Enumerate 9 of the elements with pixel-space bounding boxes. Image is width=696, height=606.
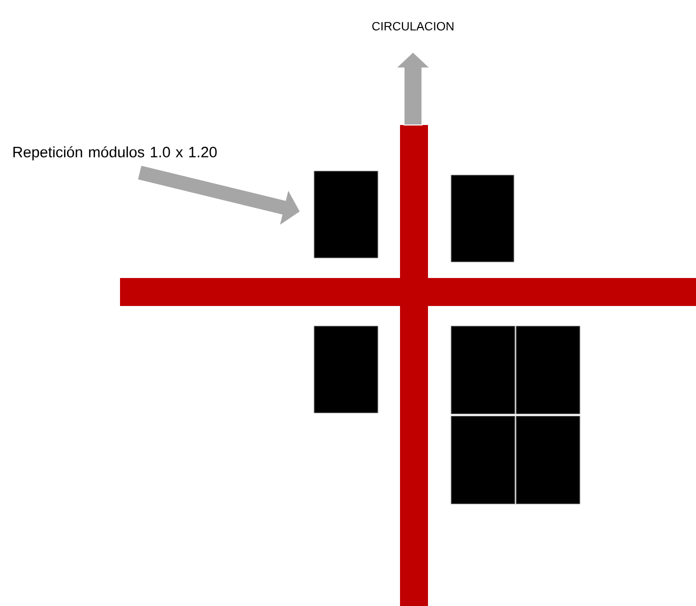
- module-block: [314, 170, 378, 258]
- module-block: [450, 326, 516, 414]
- module-block: [516, 416, 580, 504]
- module-block: [314, 326, 378, 414]
- module-block: [450, 416, 516, 504]
- module-block: [450, 174, 514, 262]
- module-block: [516, 326, 580, 414]
- label: CIRCULACION: [372, 22, 454, 30]
- annotation-text: Repetición módulos 1.0 x 1.20: [13, 146, 217, 160]
